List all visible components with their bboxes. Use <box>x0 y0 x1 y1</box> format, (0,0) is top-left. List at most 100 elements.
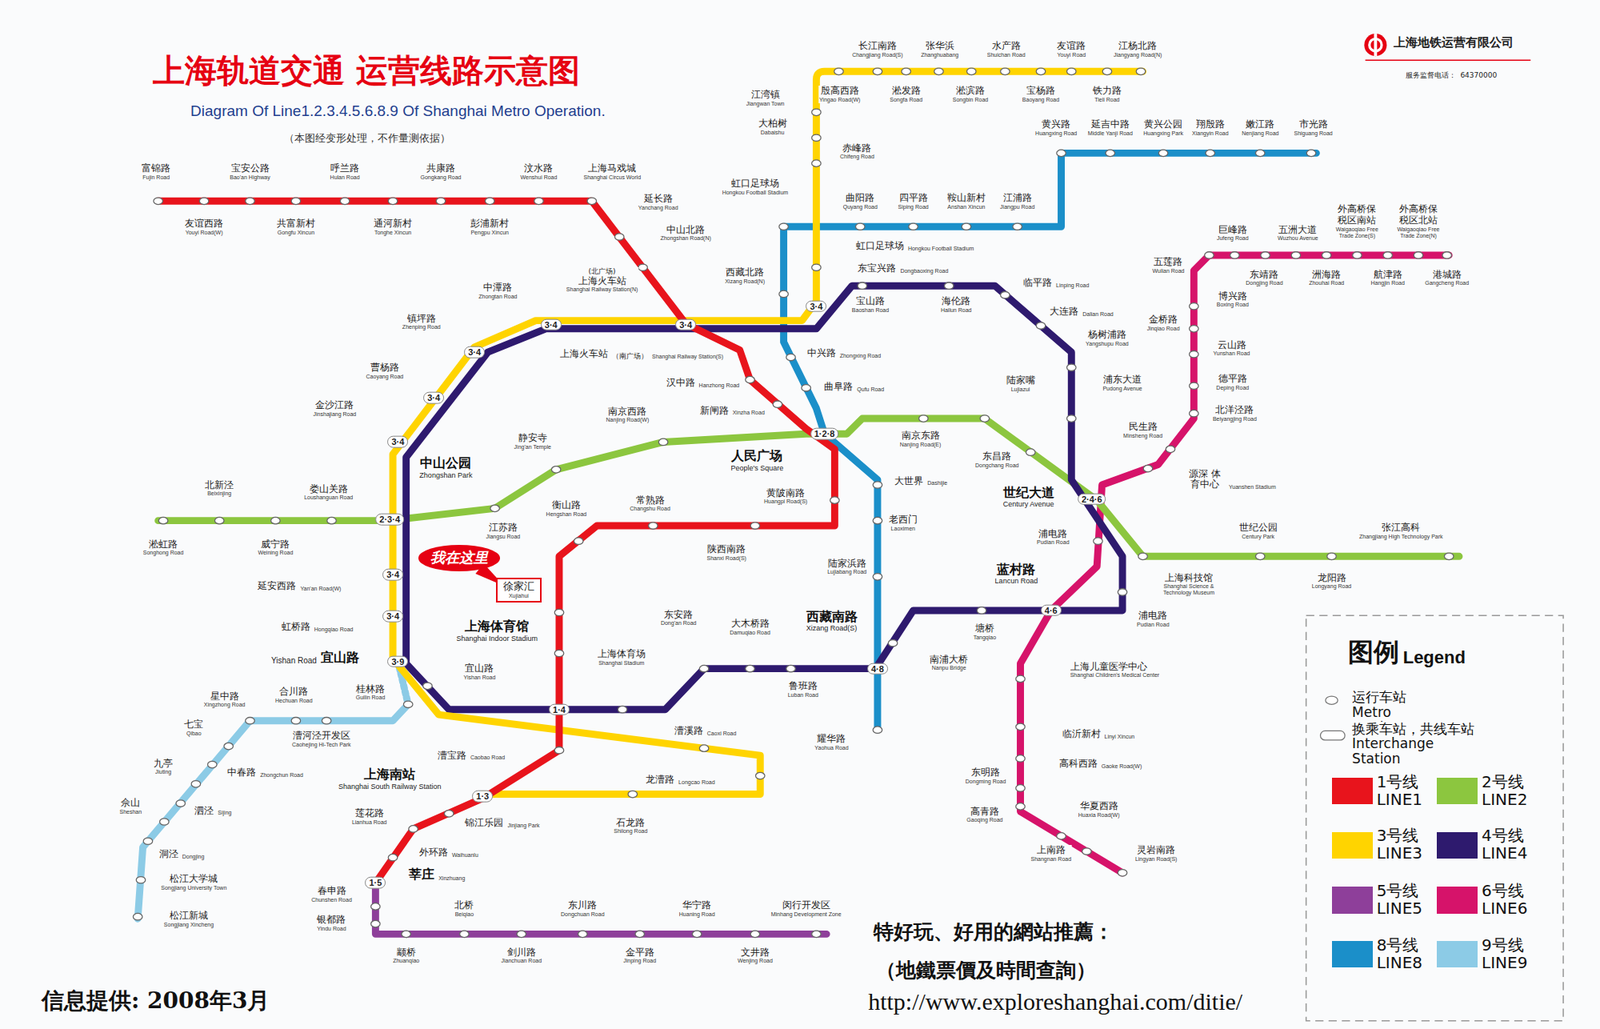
label-group: 世纪大道Century Avenue <box>1002 485 1056 509</box>
station-dot <box>872 726 882 733</box>
label-group: 上海体育馆Shanghai Indoor Stadium <box>455 619 539 643</box>
station-name-en: Shangnan Road <box>1029 856 1072 863</box>
label-group: 2·4·6 <box>1077 492 1107 505</box>
station-name-en: Qibao <box>183 730 204 737</box>
interchange-code: 3·4 <box>387 436 408 448</box>
station-name-en: Songjiang University Town <box>160 884 228 892</box>
station-name: 博兴路 <box>1216 291 1250 303</box>
label-group: 通河新村Tonghe Xincun <box>372 218 413 236</box>
station-dot <box>1158 149 1168 156</box>
station-name: 常熟路 <box>628 495 672 507</box>
label-group: 上海地铁运营有限公司 <box>1392 36 1515 50</box>
legend-text: 4号线 LINE4 <box>1481 826 1533 862</box>
major-station-name: 中山公园 <box>418 456 473 471</box>
label-group: 星中路Xingzhong Road <box>203 691 247 709</box>
label-group: 桂林路Guilin Road <box>355 684 387 702</box>
station-dot <box>1256 149 1265 156</box>
station-name-en: Guilin Road <box>355 694 387 701</box>
station-dot <box>1036 68 1045 75</box>
station-name-en: Pudong Avenue <box>1101 385 1143 392</box>
label-group: 高科西路Gaoke Road(W) <box>1058 754 1146 770</box>
subtitle: Diagram Of Line1.2.3.4.5.6.8.9 Of Shangh… <box>189 102 607 120</box>
node-text: 徐家汇 <box>502 580 536 593</box>
station-name: 老西门 <box>888 514 919 526</box>
station-name-en: Changjiang Road(S) <box>851 52 904 59</box>
interchange-code: 3·4 <box>540 318 562 331</box>
station-dot <box>132 912 142 920</box>
station-dot <box>1189 409 1199 416</box>
label-group: 港城路Gangcheng Road <box>1424 269 1470 288</box>
station-name-en: Tieli Road <box>1092 96 1123 104</box>
station-dot <box>587 197 596 204</box>
station-dot <box>423 682 432 689</box>
station-name: 江杨北路 <box>1112 40 1163 52</box>
station-dot <box>834 68 844 75</box>
station-dot <box>812 108 821 116</box>
station-dot <box>214 516 224 524</box>
station-name: 殷高西路 <box>818 85 862 97</box>
label-group: 杨树浦路Yangshupu Road <box>1084 329 1130 348</box>
station-dot <box>745 376 755 383</box>
station-name: 石龙路 <box>612 817 648 829</box>
station-name: 江浦路 <box>999 192 1036 204</box>
station-name-en: Nanpu Bridge <box>928 664 969 672</box>
label-group: 镇坪路Zhenping Road <box>401 313 442 332</box>
label-group: 1·5 <box>364 876 386 889</box>
station-name: 民生路 <box>1122 421 1164 433</box>
station-name: 杨树浦路 <box>1084 329 1130 341</box>
station-name-en: Quyang Road <box>842 204 879 211</box>
station-name: 洲海路 <box>1308 269 1345 281</box>
label-group: 佘山Sheshan <box>118 797 143 816</box>
interchange-code: 3·4 <box>675 318 696 331</box>
station-name-en: Tangqiao <box>972 634 997 641</box>
station-name: 延吉中路 <box>1087 119 1134 131</box>
line-9 <box>137 704 408 919</box>
station-name-en: Dongjing Road <box>1244 280 1284 287</box>
station-name-en: Hanzhong Road <box>698 382 741 389</box>
station-name: 漕河泾开发区 <box>291 730 352 742</box>
station-name: 衡山路 <box>545 500 588 512</box>
station-name: 西藏北路 <box>724 267 766 279</box>
station-name: 威宁路 <box>256 539 294 551</box>
station-dot <box>779 290 788 297</box>
label-group: 银都路Yindu Road <box>316 914 347 932</box>
label-group: 南京东路Nanjing Road(E) <box>899 430 943 448</box>
label-group: 七宝Qibao <box>183 719 204 737</box>
station-name-en: Jianchuan Road <box>500 957 544 964</box>
station-name: 友谊西路 <box>184 218 224 230</box>
label-group: 大连路Dalian Road <box>1048 302 1117 318</box>
station-name: 东昌路 <box>974 451 1020 463</box>
interchange-code: 2·4·6 <box>1077 492 1107 505</box>
label-group: 3·4 <box>423 392 444 404</box>
station-dot <box>1306 149 1316 156</box>
station-name: 五洲大道 <box>1276 224 1320 236</box>
label-group: 陆家嘴Lujiazui <box>1005 375 1036 393</box>
station-name-en: Yanchang Road <box>637 204 680 212</box>
line-3 <box>392 71 1144 794</box>
station-name: 高青路 <box>965 806 1004 818</box>
station-name: 汉中路 <box>665 377 696 389</box>
station-name-en: Lujiazui <box>1005 386 1036 393</box>
station-name-en: Bao'an Highway <box>228 174 271 181</box>
station-name: 高科西路 <box>1058 758 1099 770</box>
label-group: 金平路Jinping Road <box>622 947 657 965</box>
station-dot <box>208 760 217 768</box>
legend-text: 5号线 LINE5 <box>1376 881 1428 917</box>
station-name-en: Gaoqing Road <box>965 816 1004 824</box>
station-name-en: Huaning Road <box>678 911 716 918</box>
station-name: 陕西南路 <box>705 544 747 556</box>
label-group: 呼兰路Hulan Road <box>329 163 361 181</box>
station-dot <box>371 903 380 910</box>
station-dot <box>554 649 564 656</box>
station-name: 黄陂南路 <box>763 488 808 500</box>
station-name-en: Waigaoqiao Free Trade Zone(S) <box>1332 226 1382 240</box>
station-name: 大连路 <box>1048 306 1080 318</box>
station-name: 新闸路 <box>699 405 730 417</box>
label-group: 石龙路Shilong Road <box>612 817 648 836</box>
station-dot <box>160 818 169 825</box>
label-group: 浦东大道Pudong Avenue <box>1101 374 1143 392</box>
label-group: 淞虹路Songhong Road <box>142 539 185 557</box>
station-name-en: Beiqiao <box>453 911 475 918</box>
major-station-name-en: Shanghai South Railway Station <box>337 782 443 791</box>
label-group: 陆家浜路Lujiabang Road <box>826 558 868 576</box>
